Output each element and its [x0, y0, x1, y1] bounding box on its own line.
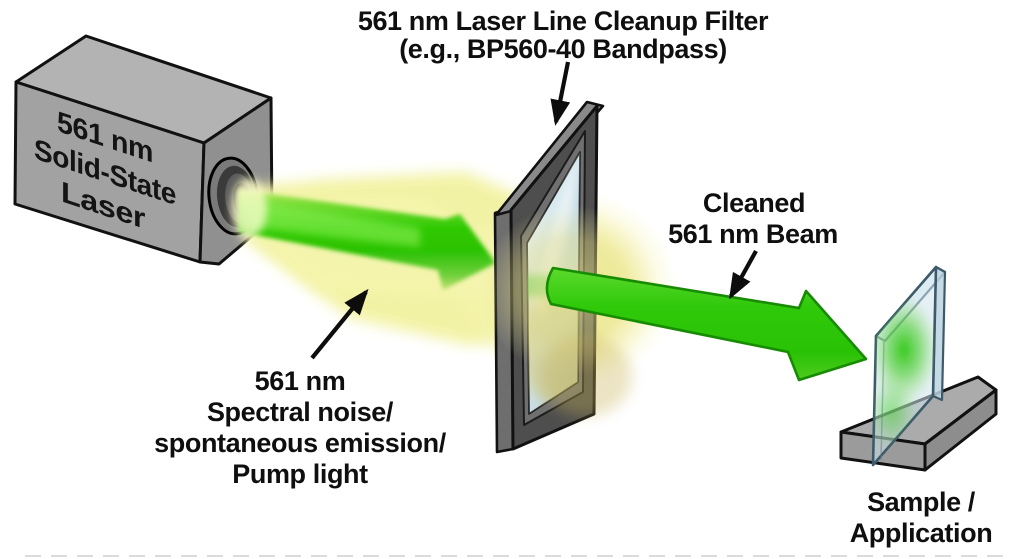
sample-base-right [923, 388, 998, 472]
sample-label: Sample / Application [850, 487, 993, 548]
clean-beam-arrow [545, 266, 868, 382]
clean-beam-label-line2: 561 nm Beam [668, 219, 838, 249]
noise-label-line1: 561 nm [255, 366, 346, 396]
clean-beam-pointer-arrow-icon [729, 249, 758, 300]
filter-glow-smudge [540, 336, 632, 416]
noise-label-line3: spontaneous emission/ [154, 428, 447, 458]
noise-label-line2: Spectral noise/ [207, 397, 394, 427]
filter-pointer-arrow-icon [550, 61, 571, 126]
aperture-glow [231, 178, 267, 238]
noise-pointer-arrow-icon [310, 288, 369, 360]
clean-beam-label-line1: Cleaned [703, 188, 805, 218]
noise-label: 561 nm Spectral noise/ spontaneous emiss… [154, 366, 447, 489]
filter-label-line1: 561 nm Laser Line Cleanup Filter [358, 6, 769, 36]
filter-label: 561 nm Laser Line Cleanup Filter (e.g., … [358, 6, 770, 64]
noise-label-line4: Pump light [232, 459, 368, 489]
clean-beam-label: Cleaned 561 nm Beam [668, 188, 838, 249]
sample-label-line2: Application [850, 518, 993, 548]
sample-label-line1: Sample / [867, 487, 976, 517]
filter-label-line2: (e.g., BP560-40 Bandpass) [399, 34, 727, 64]
raw-beam-arrow [238, 189, 496, 290]
